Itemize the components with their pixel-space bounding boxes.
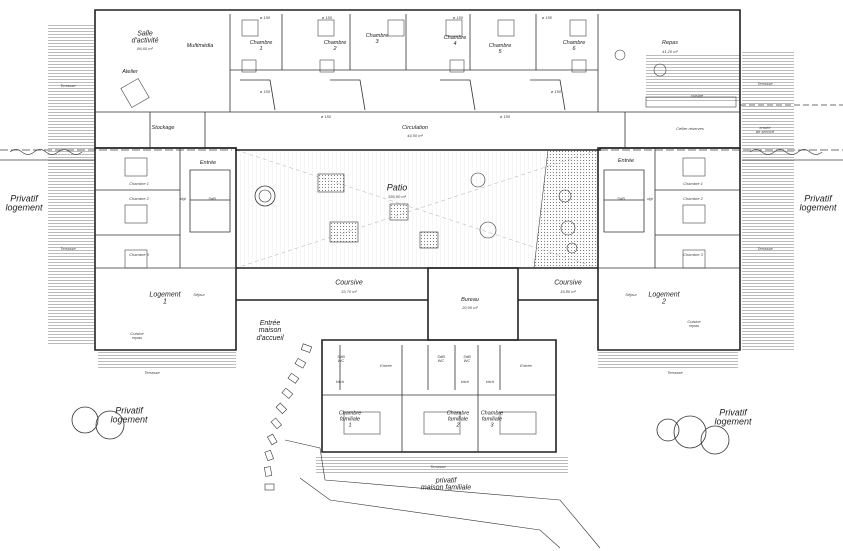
interior-walls	[95, 14, 740, 452]
room-area-bureau: 20,00 m²	[462, 304, 478, 310]
room-label-sdb-left: SdB	[208, 195, 216, 201]
dimension-o150-3: ø 150	[452, 14, 464, 20]
room-label-entree-left: Entrée	[199, 160, 217, 167]
room-label-entree-fam-3: Entrée	[520, 362, 532, 368]
room-label-sejour-left: Séjour	[193, 291, 205, 297]
label-terrasse-right: Terrasse	[757, 80, 773, 86]
furniture	[120, 19, 737, 435]
room-label-kitch-2: kitch	[460, 378, 470, 384]
room-label-cuisine: cuisine	[690, 92, 704, 98]
dimension-o150-6: ø 150	[320, 113, 332, 119]
room-area-salle-activite: 86,60 m²	[137, 45, 153, 51]
dimension-o150-1: ø 150	[259, 14, 271, 20]
room-label-r-chambre-2: Chambre 2	[683, 195, 703, 201]
room-label-sejour-right: Séjour	[625, 291, 637, 297]
room-label-stockage: Stockage	[151, 125, 175, 132]
room-label-entree-fam-1: Entrée	[380, 362, 392, 368]
room-area-circulation: 44,50 m²	[407, 132, 423, 138]
room-label-atelier: Atelier	[122, 69, 138, 76]
room-label-entree-right: Entrée	[617, 158, 635, 165]
room-label-dgt-right: dgt	[647, 195, 653, 201]
dimension-o150-5: ø 150	[259, 88, 271, 94]
area-label-coursive-left: Coursive	[335, 279, 363, 287]
room-label-bureau: Bureau	[461, 297, 479, 304]
area-size-coursive-left: 33,70 m²	[341, 288, 357, 294]
dimension-o150-7: ø 150	[499, 113, 511, 119]
room-label-kitch-3: kitch	[485, 378, 495, 384]
room-label-r-chambre-3: Chambre 3	[683, 251, 703, 257]
stepping-path	[264, 343, 601, 549]
room-label-l-chambre-3: Chambre 3	[129, 251, 149, 257]
label-terrasse-bottom-right: Terrasse	[667, 369, 683, 375]
label-terrasse-left: Terrasse	[60, 82, 76, 88]
room-label-dgt-left: dgt	[180, 195, 186, 201]
label-terrasse-right-2: Terrasse	[757, 245, 773, 251]
room-area-repas: 41,20 m²	[662, 48, 678, 54]
room-label-l-chambre-2: Chambre 2	[129, 195, 149, 201]
room-label-cellier: Cellier réserves	[676, 125, 704, 131]
room-label-kitch-1: kitch	[335, 378, 345, 384]
dimension-o150-4: ø 150	[541, 14, 553, 20]
patio-area	[235, 149, 599, 269]
exterior-walls	[94, 9, 741, 453]
room-label-repas: Repas	[662, 40, 678, 47]
trees	[71, 406, 730, 455]
dimension-o150-2: ø 150	[321, 14, 333, 20]
area-size-patio: 156,00 m²	[387, 193, 407, 199]
terraces	[48, 25, 794, 475]
area-label-coursive-right: Coursive	[554, 279, 582, 287]
label-terrasse-bottom-left: Terrasse	[144, 369, 160, 375]
room-label-l-chambre-1: Chambre 1	[129, 180, 149, 186]
label-terrasse-left-2: Terrasse	[60, 245, 76, 251]
room-label-r-chambre-1: Chambre 1	[683, 180, 703, 186]
area-size-coursive-right: 15,80 m²	[560, 288, 576, 294]
dimension-o150-8: ø 150	[550, 88, 562, 94]
room-label-circulation: Circulation	[402, 125, 428, 132]
section-lines	[0, 104, 843, 161]
label-terrasse-familiale: Terrasse	[430, 463, 446, 469]
room-label-multimedia: Multimédia	[186, 43, 214, 50]
room-label-sdb-right: SdB	[617, 195, 625, 201]
area-label-patio: Patio	[386, 182, 408, 193]
